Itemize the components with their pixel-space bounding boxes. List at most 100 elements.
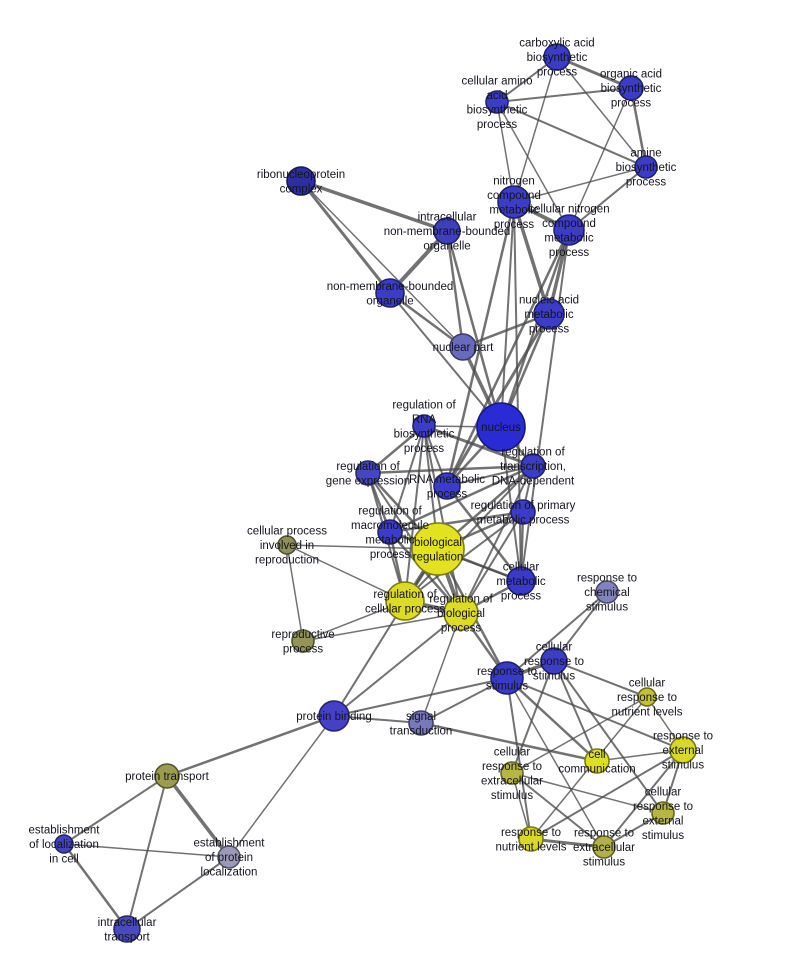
graph-edge <box>496 101 515 203</box>
graph-node-cell_nitrogen[interactable] <box>553 214 585 246</box>
graph-edge <box>419 721 599 763</box>
graph-edge <box>333 612 462 717</box>
graph-edge <box>446 465 534 487</box>
graph-node-amino[interactable] <box>485 90 509 114</box>
graph-node-rnp[interactable] <box>286 166 316 196</box>
graph-edge <box>228 715 335 858</box>
graph-edge <box>404 511 524 602</box>
graph-edge <box>596 749 684 762</box>
graph-edge <box>299 179 392 295</box>
graph-node-nmbo[interactable] <box>375 278 405 308</box>
graph-edge <box>512 200 551 316</box>
graph-node-protein_binding[interactable] <box>318 700 350 732</box>
graph-edge <box>286 544 406 602</box>
graph-node-reg_transcription[interactable] <box>520 453 546 479</box>
graph-edge <box>404 425 425 602</box>
graph-node-repro[interactable] <box>291 629 315 653</box>
graph-node-bio_reg[interactable] <box>411 522 465 576</box>
graph-edge <box>388 291 465 349</box>
graph-edge <box>165 714 336 778</box>
graph-node-cell_resp_nutrient[interactable] <box>637 687 657 707</box>
graph-node-resp_stim[interactable] <box>490 661 524 695</box>
graph-node-signal_trans[interactable] <box>408 710 434 736</box>
graph-node-cell_resp_external[interactable] <box>651 801 675 825</box>
graph-edge <box>420 612 462 724</box>
graph-edge <box>553 660 664 814</box>
graph-edge <box>445 229 465 349</box>
graph-node-resp_external[interactable] <box>669 736 697 764</box>
graph-node-reg_rna[interactable] <box>412 414 436 438</box>
graph-edge <box>460 465 534 614</box>
graph-node-est_protein_loc[interactable] <box>217 845 241 869</box>
graph-node-cell_resp_extracell[interactable] <box>500 761 524 785</box>
graph-node-nucleic[interactable] <box>533 298 565 330</box>
graph-node-reg_macromol[interactable] <box>377 519 403 545</box>
graph-edge <box>506 677 684 751</box>
graph-node-carboxylic[interactable] <box>543 43 571 71</box>
graph-edge <box>126 775 168 930</box>
graph-edge <box>299 179 449 233</box>
graph-edge <box>603 749 684 848</box>
graph-edge <box>63 775 168 845</box>
graph-edge <box>62 842 129 931</box>
graph-edge <box>302 612 462 642</box>
graph-node-protein_transport[interactable] <box>154 763 180 789</box>
graph-edge <box>568 87 632 231</box>
graph-edge <box>366 464 535 475</box>
graph-edge <box>286 544 304 642</box>
graph-edge <box>556 56 647 168</box>
graph-node-nitrogen[interactable] <box>497 185 531 219</box>
graph-edge <box>500 201 515 428</box>
graph-node-intra_transport[interactable] <box>113 915 141 943</box>
graph-edge <box>63 843 230 858</box>
graph-node-organic[interactable] <box>618 75 644 101</box>
graph-node-reg_cell_proc[interactable] <box>385 581 425 621</box>
graph-node-cpir[interactable] <box>277 535 297 555</box>
graph-edge <box>126 856 230 930</box>
graph-node-nucleus[interactable] <box>476 402 526 452</box>
graph-edge <box>389 292 502 428</box>
graph-edge <box>445 484 523 583</box>
graph-edge <box>553 660 598 762</box>
graph-edge <box>513 166 647 203</box>
graph-edge <box>505 676 599 763</box>
graph-edge <box>460 511 524 614</box>
graph-node-intra_nmbo[interactable] <box>433 217 461 245</box>
graph-edge <box>445 312 551 488</box>
graph-edge <box>422 424 535 468</box>
graph-edge <box>568 166 647 231</box>
graph-node-resp_extracell[interactable] <box>592 835 616 859</box>
graph-edge <box>511 772 605 848</box>
graph-node-reg_primary[interactable] <box>510 499 536 525</box>
graph-node-reg_bio_proc[interactable] <box>443 595 479 631</box>
graph-edge <box>513 56 558 203</box>
graph-edge <box>500 426 522 582</box>
graph-edge <box>496 87 632 103</box>
graph-edge <box>506 591 608 679</box>
edge-layer <box>62 55 684 931</box>
graph-edge <box>506 677 532 840</box>
graph-node-resp_chem[interactable] <box>595 580 619 604</box>
graph-edge <box>511 772 664 814</box>
graph-edge <box>530 749 684 840</box>
graph-node-nuclear_part[interactable] <box>449 333 477 361</box>
graph-edge <box>553 591 608 662</box>
graph-edge <box>165 774 231 859</box>
graph-node-cell_comm[interactable] <box>584 748 610 774</box>
graph-edge <box>333 548 439 717</box>
node-layer <box>54 43 697 943</box>
graph-edge <box>629 86 648 169</box>
graph-edge <box>553 660 648 698</box>
graph-edge <box>499 228 571 429</box>
graph-node-cell_resp_stim[interactable] <box>540 647 568 675</box>
graph-node-cell_metab[interactable] <box>506 566 536 596</box>
graph-edge <box>511 696 648 774</box>
graph-node-reg_gene_expr[interactable] <box>355 460 381 486</box>
graph-node-resp_nutrient[interactable] <box>518 826 544 852</box>
graph-node-est_loc_cell[interactable] <box>54 834 74 854</box>
graph-node-amine[interactable] <box>634 155 658 179</box>
graph-node-rna_metab[interactable] <box>433 472 461 500</box>
